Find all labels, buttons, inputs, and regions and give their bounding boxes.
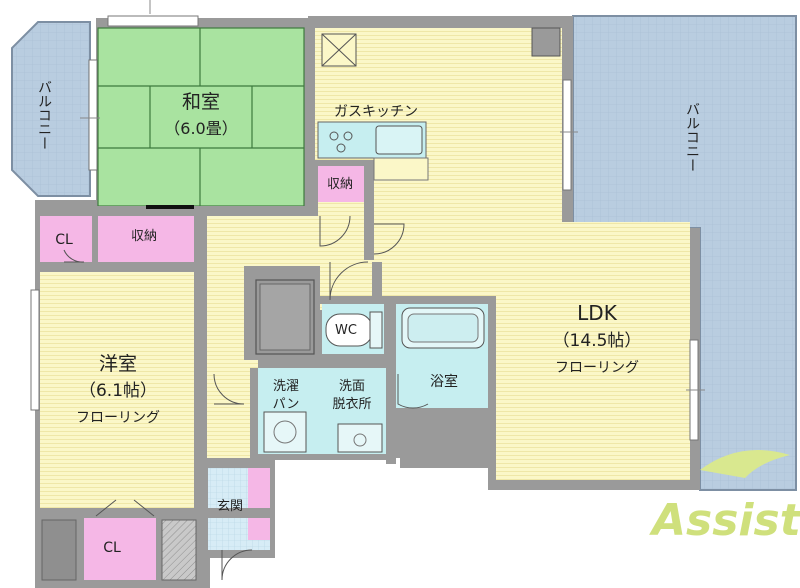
- hallway-floor: [207, 200, 382, 458]
- kitchen-counter: [317, 121, 429, 181]
- balcony-left-label: バルコニー: [36, 80, 52, 150]
- tatami-floor: [97, 27, 305, 207]
- doors: [63, 207, 429, 581]
- labels: 和室 （6.0畳） ガスキッチン LDK （14.5帖） フローリング 洋室 （…: [36, 80, 700, 556]
- youshitsu-label: 洋室: [99, 353, 137, 375]
- shuno-kitchen-label: 収納: [327, 177, 353, 192]
- washer-label-2: パン: [273, 397, 300, 412]
- kitchen-label: ガスキッチン: [334, 104, 418, 120]
- shuno-kitchen: [316, 166, 364, 202]
- cl-bottom-label: CL: [103, 540, 121, 556]
- washer-pan: [263, 411, 307, 453]
- watermark-text: Assist: [649, 495, 800, 546]
- washitsu-size: （6.0畳）: [164, 119, 237, 138]
- cl-bottom: [84, 518, 156, 580]
- washroom-label-2: 脱衣所: [332, 396, 371, 412]
- washitsu-label: 和室: [182, 91, 220, 113]
- washroom-label-1: 洗面: [339, 379, 365, 394]
- cl-top-label: CL: [55, 232, 73, 248]
- pillar: [531, 27, 561, 57]
- shuno-washitsu-label: 収納: [131, 229, 157, 244]
- toilet: [325, 311, 383, 349]
- washer-label-1: 洗濯: [273, 379, 299, 394]
- youshitsu-size: （6.1帖）: [79, 381, 157, 401]
- wc-label: WC: [335, 323, 357, 338]
- wash-basin: [337, 423, 383, 453]
- youshitsu-floor: [40, 272, 194, 508]
- ldk-label: LDK: [577, 301, 618, 325]
- assist-watermark: Assist: [649, 450, 800, 546]
- balcony-left: [11, 21, 91, 197]
- ldk-floor-type: フローリング: [555, 360, 639, 376]
- pipe-space-left: [41, 519, 77, 581]
- ldk-size: （14.5帖）: [553, 331, 642, 351]
- pipe-space-right: [161, 519, 197, 581]
- bathtub: [401, 307, 485, 349]
- balcony-right-label: バルコニー: [684, 102, 700, 172]
- entrance-label: 玄関: [217, 499, 243, 514]
- ventilation-shaft: [321, 33, 357, 67]
- entrance-shoe-box: [248, 468, 270, 540]
- shuno-washitsu: [98, 216, 194, 262]
- bath-label: 浴室: [430, 373, 458, 390]
- youshitsu-floor-type: フローリング: [76, 410, 160, 426]
